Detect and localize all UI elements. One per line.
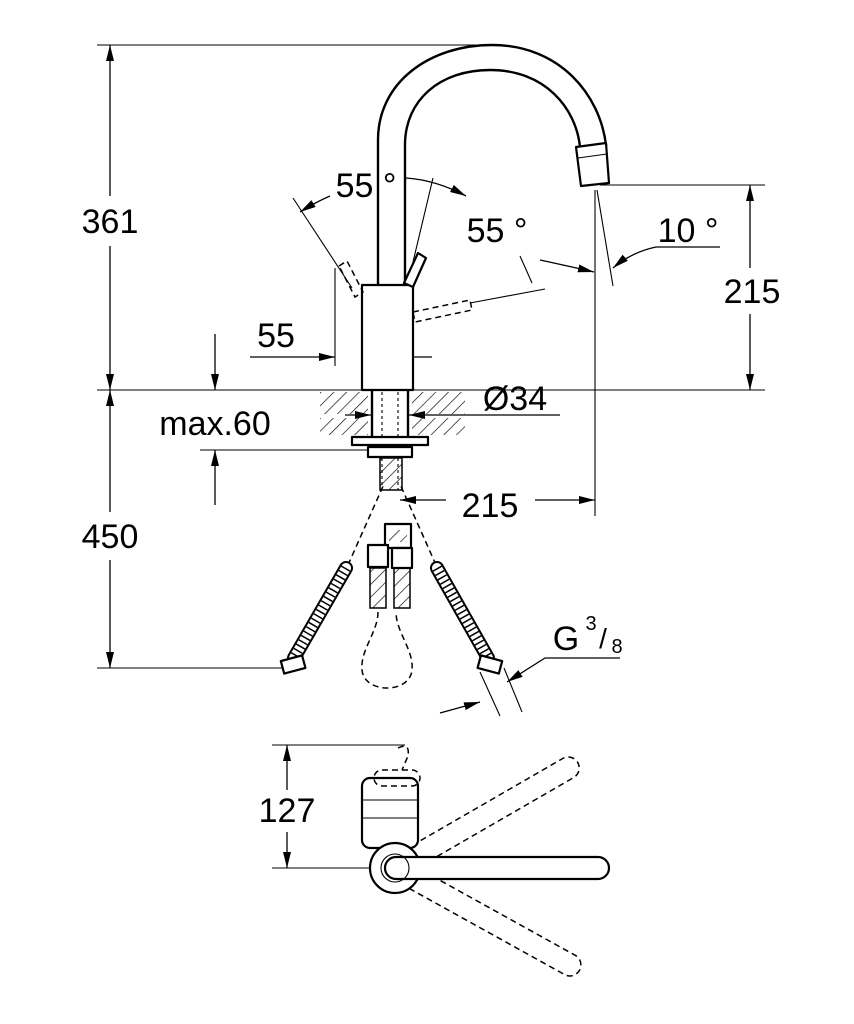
thread-letter: G — [553, 620, 579, 658]
handle-up-arc — [405, 177, 467, 197]
countertop-section — [320, 388, 465, 491]
handle-angle-left-label: 55 ° — [336, 167, 397, 205]
spout-angle-leader — [612, 246, 720, 269]
right-hose — [430, 561, 504, 675]
thread-slash: / — [599, 623, 607, 654]
dimension-spout-angle: 10 ° — [596, 189, 720, 287]
thread-leader-lower — [439, 701, 481, 714]
center-connector-thread — [389, 530, 407, 542]
spout-inner-edge — [403, 68, 582, 288]
left-hose-nut — [279, 654, 307, 675]
handle-right-tick — [519, 255, 533, 284]
handle-left-position — [338, 259, 364, 299]
thread-extension-right — [503, 667, 523, 713]
dimension-spout-height: 215 — [724, 185, 781, 390]
spout-reach-label: 215 — [462, 487, 519, 525]
handle-up-extension-line — [412, 177, 434, 263]
thread-denominator: 8 — [611, 636, 622, 658]
mounting-nut — [366, 445, 414, 459]
handle-right-position — [412, 299, 473, 323]
faucet-body — [360, 283, 415, 392]
faucet-side-view — [338, 43, 611, 392]
left-tail-thread — [369, 567, 387, 609]
handle-plan-tip — [397, 745, 410, 771]
pull-out-weight — [361, 611, 413, 689]
dimension-handle-angle-left: 55 ° — [292, 167, 467, 289]
spout-nozzle — [574, 141, 611, 188]
dimension-361: 361 — [82, 45, 139, 390]
right-tail-thread — [393, 567, 411, 609]
height-total-label: 361 — [82, 203, 139, 241]
spout-angle-line — [596, 189, 614, 287]
supply-hoses — [279, 483, 504, 689]
body-plan-detail-lines — [362, 799, 418, 819]
dimension-450: 450 — [82, 390, 139, 668]
max-deck-thickness-label: max.60 — [159, 405, 271, 443]
shank-bore — [368, 390, 412, 438]
left-hose-fill — [289, 563, 351, 663]
dimension-shank-diameter: Ø34 — [345, 380, 560, 419]
dimension-thread: G 3 / 8 — [439, 613, 623, 717]
thread-extension-left — [479, 671, 501, 717]
dimension-127: 127 — [259, 744, 405, 869]
dimension-spout-reach: 215 — [400, 487, 595, 525]
handle-offset-label: 55 — [257, 317, 295, 355]
dimension-handle-angle-right: 55 ° — [467, 212, 595, 304]
spout-height-label: 215 — [724, 273, 781, 311]
handle-left-arc — [299, 195, 331, 213]
handle-angle-right-label: 55 ° — [467, 212, 528, 250]
right-hose-braid — [432, 565, 493, 661]
left-hose-dashed-path — [347, 483, 385, 566]
thread-numerator: 3 — [585, 613, 596, 635]
thread-leader-upper — [506, 657, 620, 683]
dimension-max-deck-thickness: max.60 — [159, 334, 271, 505]
left-tail-body — [366, 543, 390, 569]
spout-swivel-right-position — [388, 859, 582, 977]
right-hose-dashed-path — [399, 483, 437, 566]
spout-plan — [383, 855, 611, 881]
nozzle-band — [577, 153, 608, 159]
right-hose-nut — [476, 654, 504, 675]
swivel-depth-label: 127 — [259, 792, 316, 830]
handle-plan-position — [373, 769, 421, 787]
spout-angle-label: 10 ° — [658, 212, 719, 250]
shank-diameter-label: Ø34 — [483, 380, 547, 418]
right-tail-body — [390, 546, 414, 570]
spout-swivel-left-position — [388, 756, 580, 877]
center-connectors — [366, 522, 414, 609]
spout-outer-edge — [376, 43, 608, 288]
mounting-washer — [350, 435, 430, 447]
hose-length-label: 450 — [82, 518, 139, 556]
handle-right-arc — [539, 259, 595, 273]
faucet-plan-view — [360, 745, 611, 977]
spout-base-inner-circle — [380, 853, 410, 883]
faucet-body-plan — [360, 776, 420, 850]
threaded-stud — [379, 457, 403, 491]
left-hose — [279, 561, 353, 675]
handle-right-extension-line — [469, 288, 546, 304]
handle-lever — [402, 251, 428, 289]
reference-lines — [97, 44, 765, 669]
